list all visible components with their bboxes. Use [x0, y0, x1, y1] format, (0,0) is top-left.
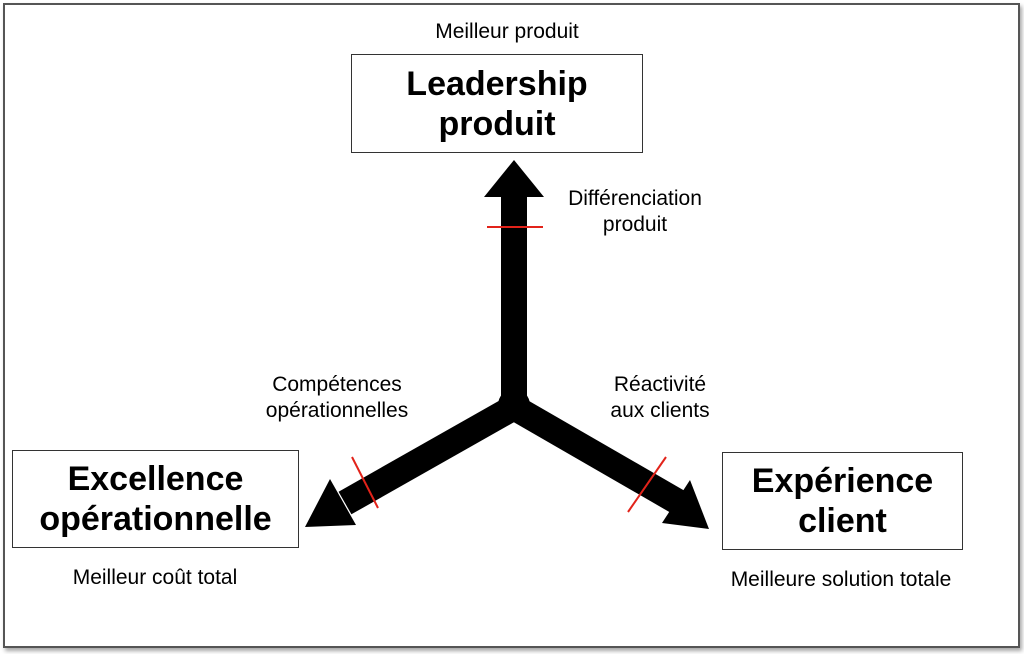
product-leadership-title: Leadership produit: [406, 64, 588, 143]
right-box-subtitle: Meilleure solution totale: [730, 568, 952, 591]
arrow-left: [305, 393, 525, 527]
customer-experience-box: Expérience client: [722, 452, 963, 550]
left-box-subtitle: Meilleur coût total: [72, 566, 238, 589]
operational-excellence-box: Excellence opérationnelle: [12, 450, 299, 548]
arrow-right: [503, 393, 709, 529]
tick-left: [351, 456, 379, 509]
axis-label-left: Compétences opérationnelles: [265, 373, 409, 422]
arrow-hub: [498, 389, 530, 421]
top-box-subtitle: Meilleur produit: [435, 20, 579, 43]
arrow-up: [484, 160, 544, 405]
customer-experience-title: Expérience client: [751, 462, 934, 540]
product-leadership-box: Leadership produit: [351, 54, 643, 153]
tick-right: [627, 456, 667, 513]
operational-excellence-title: Excellence opérationnelle: [39, 460, 272, 538]
axis-label-top: Différenciation produit: [568, 187, 702, 236]
axis-label-right: Réactivité aux clients: [610, 373, 710, 422]
